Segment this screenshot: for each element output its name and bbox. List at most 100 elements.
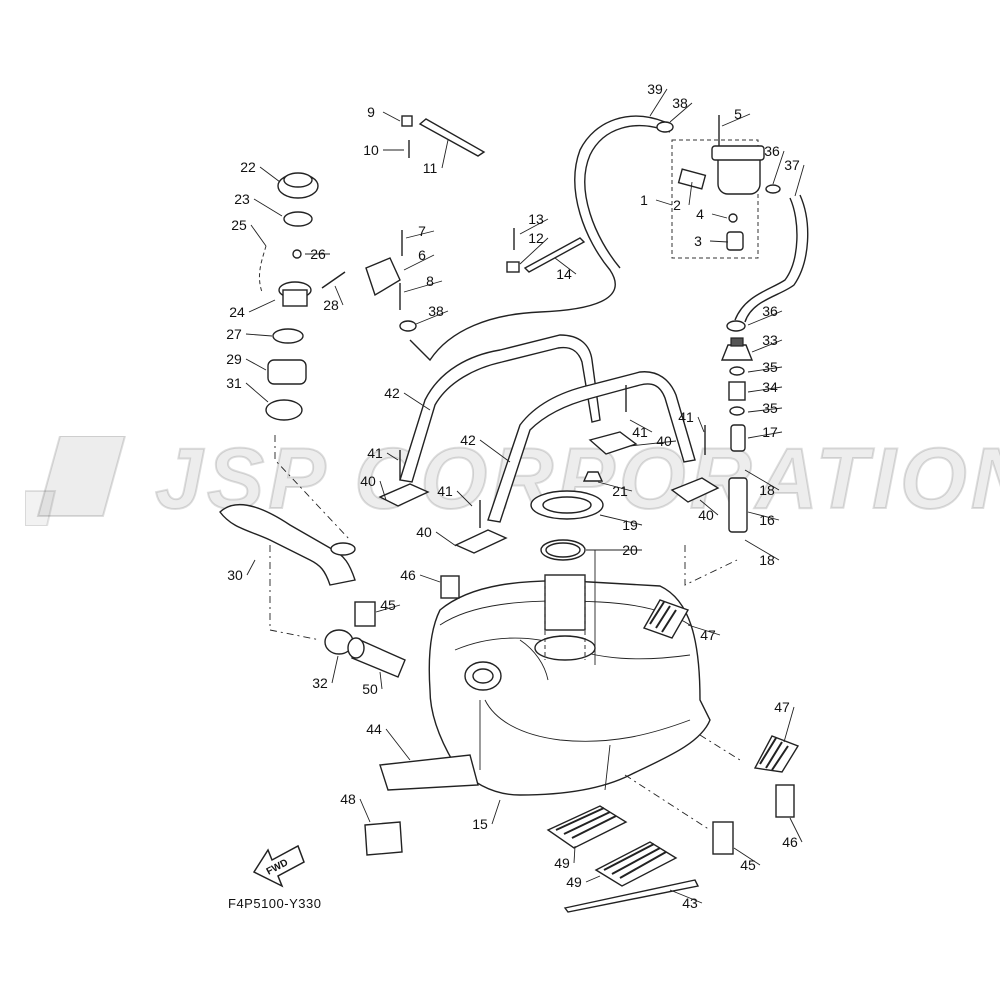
callout-13[interactable]: 13 <box>519 211 549 235</box>
callout-3[interactable]: 3 <box>694 233 729 249</box>
clamp-38a[interactable] <box>399 320 417 332</box>
filler-neck-24[interactable] <box>278 281 312 307</box>
callout-29[interactable]: 29 <box>226 351 267 371</box>
sheet-45b[interactable] <box>712 821 734 855</box>
callout-41[interactable]: 41 <box>367 445 399 461</box>
callout-40[interactable]: 40 <box>416 524 457 547</box>
damper-47a[interactable] <box>642 599 690 639</box>
callout-49[interactable]: 49 <box>566 874 601 890</box>
callout-34[interactable]: 34 <box>747 379 783 395</box>
sheet-44[interactable] <box>379 754 479 791</box>
callout-44[interactable]: 44 <box>366 721 411 761</box>
fuel-hose-39[interactable] <box>409 115 671 362</box>
callout-24[interactable]: 24 <box>229 299 276 320</box>
callout-27[interactable]: 27 <box>226 326 273 342</box>
callout-17[interactable]: 17 <box>747 424 783 440</box>
callout-45[interactable]: 45 <box>733 847 761 873</box>
o-ring-27[interactable] <box>272 328 304 344</box>
damper-49a[interactable] <box>546 805 628 849</box>
callout-7[interactable]: 7 <box>405 223 435 239</box>
hose-16[interactable] <box>728 477 748 533</box>
holder-9[interactable] <box>401 115 413 127</box>
clamp-36-top[interactable] <box>765 184 781 194</box>
chain-25[interactable] <box>259 245 267 293</box>
callout-1[interactable]: 1 <box>640 192 673 208</box>
nut-21[interactable] <box>582 471 604 482</box>
callout-40[interactable]: 40 <box>629 433 677 449</box>
callout-2[interactable]: 2 <box>673 181 693 213</box>
callout-30[interactable]: 30 <box>227 559 256 583</box>
callout-8[interactable]: 8 <box>403 273 443 293</box>
callout-33[interactable]: 33 <box>751 332 783 353</box>
callout-22[interactable]: 22 <box>240 159 281 183</box>
clamp-36[interactable] <box>726 320 746 332</box>
callout-41[interactable]: 41 <box>437 483 473 507</box>
hose-fitting-17[interactable] <box>730 424 746 452</box>
washer-26[interactable] <box>292 249 302 259</box>
callout-41[interactable]: 41 <box>678 409 705 433</box>
callout-15[interactable]: 15 <box>472 799 501 832</box>
gasket-20[interactable] <box>540 539 586 561</box>
callout-48[interactable]: 48 <box>340 791 371 823</box>
callout-26[interactable]: 26 <box>305 246 330 262</box>
callout-18[interactable]: 18 <box>744 469 780 498</box>
callout-40[interactable]: 40 <box>360 473 387 501</box>
fuel-tank-strap-rear[interactable] <box>399 334 601 483</box>
callout-28[interactable]: 28 <box>323 285 344 313</box>
strap-bracket-40a[interactable] <box>378 483 430 507</box>
fuel-tank-strap-front[interactable] <box>487 371 696 523</box>
fuel-tank[interactable] <box>428 550 711 796</box>
sheet-46a[interactable] <box>440 575 460 599</box>
callout-50[interactable]: 50 <box>362 671 383 697</box>
clamp-31[interactable] <box>265 399 303 421</box>
callout-36[interactable]: 36 <box>764 143 785 185</box>
callout-9[interactable]: 9 <box>367 104 401 122</box>
clamp-35a[interactable] <box>729 366 745 376</box>
sheet-48[interactable] <box>364 821 403 856</box>
gasket-23[interactable] <box>283 211 313 227</box>
sheet-43[interactable] <box>563 879 700 913</box>
callout-46[interactable]: 46 <box>782 817 803 850</box>
callout-10[interactable]: 10 <box>363 142 404 158</box>
callout-11[interactable]: 11 <box>423 139 449 176</box>
callout-21[interactable]: 21 <box>597 481 633 499</box>
callout-14[interactable]: 14 <box>554 257 577 282</box>
callout-37[interactable]: 37 <box>784 157 805 197</box>
cable-tie-14[interactable] <box>523 237 586 273</box>
damper-47b[interactable] <box>753 735 800 773</box>
strap-bracket-40c[interactable] <box>588 431 638 455</box>
callout-19[interactable]: 19 <box>599 514 643 533</box>
callout-35[interactable]: 35 <box>747 400 783 416</box>
callout-6[interactable]: 6 <box>403 247 435 271</box>
clamp-38b[interactable] <box>656 121 674 133</box>
callout-5[interactable]: 5 <box>721 106 751 127</box>
bracket-6[interactable] <box>365 257 401 297</box>
callout-38[interactable]: 38 <box>669 95 693 123</box>
callout-23[interactable]: 23 <box>234 191 283 217</box>
callout-18[interactable]: 18 <box>744 539 780 568</box>
nut-29[interactable] <box>267 359 307 385</box>
callout-20[interactable]: 20 <box>586 542 642 558</box>
callout-35[interactable]: 35 <box>747 359 783 375</box>
filler-hose-30[interactable] <box>219 504 356 586</box>
callout-31[interactable]: 31 <box>226 375 269 403</box>
callout-42[interactable]: 42 <box>460 432 511 463</box>
callout-16[interactable]: 16 <box>747 511 780 528</box>
callout-43[interactable]: 43 <box>669 889 703 911</box>
callout-36[interactable]: 36 <box>747 303 783 326</box>
holder-12[interactable] <box>506 261 520 273</box>
fuel-pump-ring-19[interactable] <box>530 490 604 520</box>
sheet-46b[interactable] <box>775 784 795 818</box>
callout-39[interactable]: 39 <box>647 81 668 117</box>
hose-joint-33[interactable] <box>720 337 754 361</box>
callout-45[interactable]: 45 <box>375 597 401 613</box>
callout-38[interactable]: 38 <box>415 303 449 325</box>
fuel-hose-37[interactable] <box>734 194 809 323</box>
filler-cap-22[interactable] <box>277 172 319 199</box>
callout-42[interactable]: 42 <box>384 385 431 411</box>
callout-40[interactable]: 40 <box>698 499 719 523</box>
callout-25[interactable]: 25 <box>231 217 267 247</box>
sheet-45a[interactable] <box>354 601 376 627</box>
fuel-filter-assembly[interactable] <box>671 115 765 259</box>
callout-4[interactable]: 4 <box>696 206 728 222</box>
